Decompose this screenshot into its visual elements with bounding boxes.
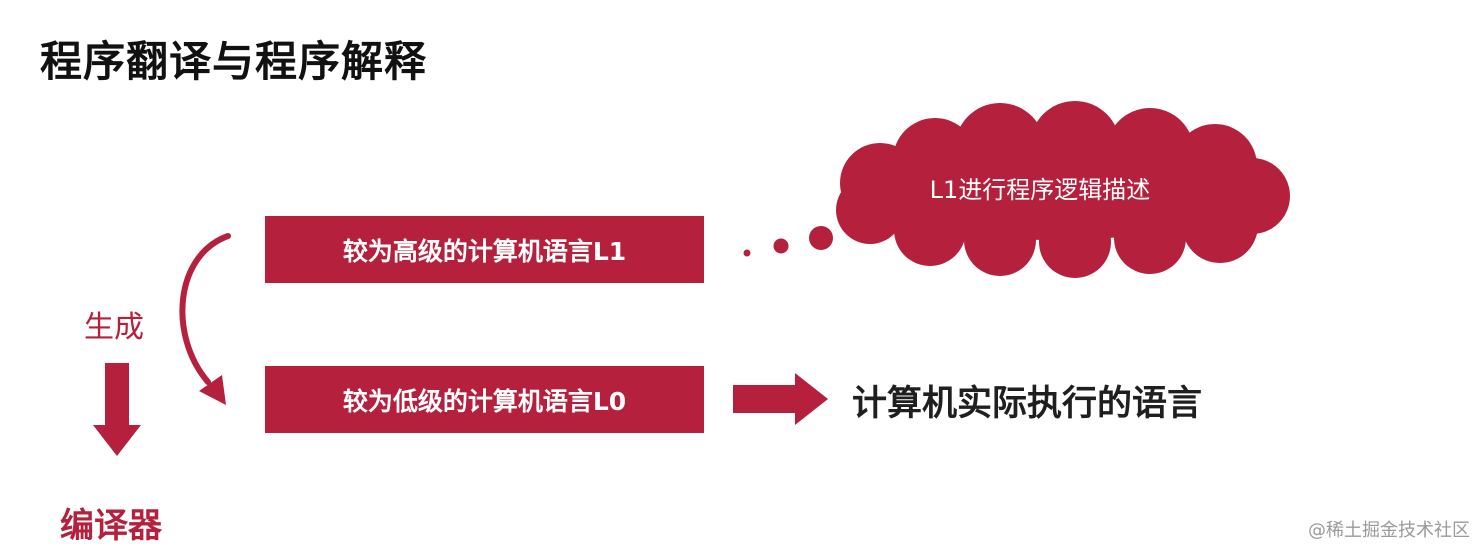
- right-arrow: [733, 373, 828, 425]
- low-level-language-label: 较为低级的计算机语言L0: [342, 386, 627, 416]
- low-level-language-box: 较为低级的计算机语言L0: [265, 366, 704, 433]
- curved-arrow-head: [199, 375, 226, 405]
- cloud-label: L1进行程序逻辑描述: [929, 176, 1151, 204]
- high-level-language-label: 较为高级的计算机语言L1: [342, 236, 627, 266]
- curved-generate-arrow: [179, 233, 231, 385]
- compiler-label: 编译器: [60, 506, 162, 546]
- high-level-language-box: 较为高级的计算机语言L1: [265, 216, 704, 283]
- thought-dot-small: [743, 249, 751, 257]
- watermark: @稀土掘金技术社区: [1308, 520, 1470, 541]
- down-arrow: [93, 363, 141, 456]
- thought-cloud: [836, 101, 1290, 278]
- thought-dot-medium: [773, 238, 789, 254]
- generate-label: 生成: [84, 310, 144, 345]
- page-title: 程序翻译与程序解释: [40, 37, 428, 86]
- thought-dot-large: [809, 226, 833, 250]
- execution-language-label: 计算机实际执行的语言: [852, 384, 1203, 424]
